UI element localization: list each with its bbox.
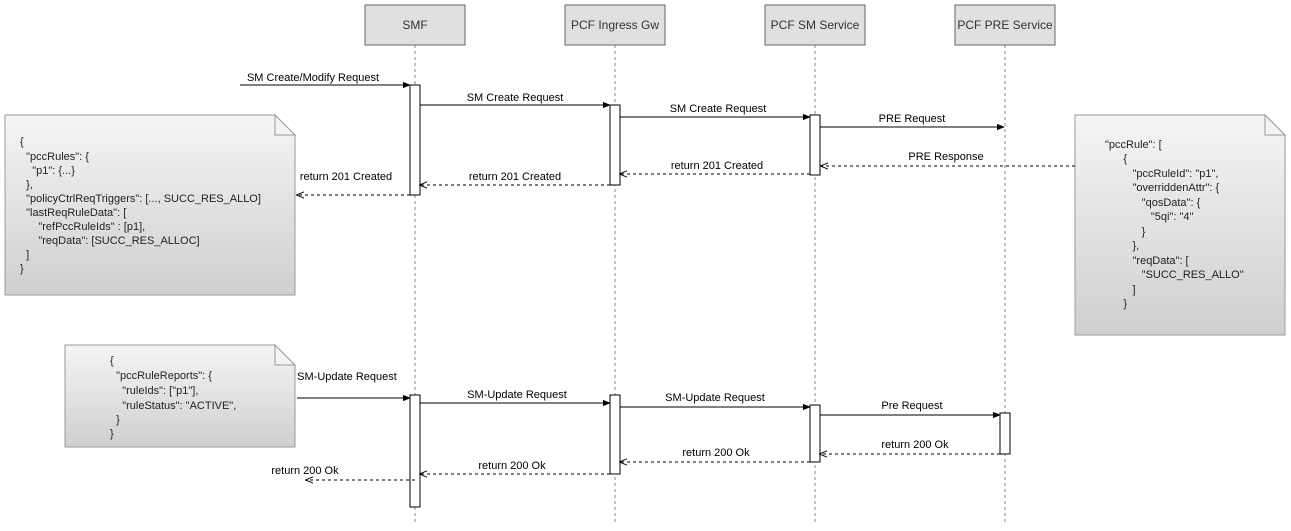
note-line: "overriddenAttr": {: [1105, 182, 1220, 194]
note-line: "ruleStatus": "ACTIVE",: [110, 400, 236, 412]
note-line: }: [110, 428, 114, 440]
note-line: {: [20, 136, 24, 148]
note-line: "refPccRuleIds" : [p1],: [20, 221, 145, 233]
message-label: SM-Update Request: [467, 389, 567, 401]
message-sm-create-request-to-sm: SM Create Request: [620, 103, 811, 121]
message-return-201-created-from-ingress: return 201 Created: [420, 171, 610, 185]
activation-pcf-sm-service: [809, 404, 821, 463]
participant-smf[interactable]: SMF: [364, 4, 466, 46]
note-line: "ruleIds": ["p1"],: [110, 385, 198, 397]
note-line: "qosData": {: [1105, 197, 1201, 209]
message-sm-create-request-to-ingress: SM Create Request: [420, 92, 611, 109]
message-label: SM Create Request: [467, 92, 564, 104]
note-line: }: [1105, 298, 1127, 310]
note-line: "pccRuleReports": {: [110, 370, 212, 382]
message-label: PRE Response: [908, 151, 983, 163]
message-label: SM Create/Modify Request: [247, 72, 379, 84]
message-label: return 200 Ok: [478, 460, 546, 472]
note-line: "reqData": [: [1105, 255, 1189, 267]
message-label: Pre Request: [881, 400, 942, 412]
message-return-200-ok-from-sm: return 200 Ok: [620, 447, 810, 462]
message-label: return 201 Created: [300, 171, 392, 183]
note-line: },: [1105, 240, 1139, 252]
note-line: "policyCtrlReqTriggers": [..., SUCC_RES_…: [20, 193, 261, 205]
note-line: "pccRules": {: [20, 151, 89, 163]
note-line: "p1": {...}: [20, 165, 75, 177]
note-pcc-rule-reports: { "pccRuleReports": { "ruleIds": ["p1"],…: [64, 343, 297, 448]
note-line: },: [20, 179, 33, 191]
activation-pcf-pre-service: [999, 412, 1011, 455]
message-label: PRE Request: [879, 113, 946, 125]
note-line: ]: [1105, 284, 1136, 296]
note-pcc-rules: { "pccRules": { "p1": {...} }, "policyCt…: [4, 113, 297, 296]
participant-pcf-ingress-gw[interactable]: PCF Ingress Gw: [564, 4, 666, 46]
participant-label: SMF: [402, 18, 427, 32]
message-label: return 201 Created: [671, 160, 763, 172]
note-line: }: [1105, 226, 1146, 238]
message-pre-response: PRE Response: [821, 151, 1075, 166]
note-line: "reqData": [SUCC_RES_ALLOC]: [20, 235, 200, 247]
note-line: }: [20, 263, 24, 275]
message-return-200-ok-from-pre: return 200 Ok: [820, 439, 1000, 454]
note-pcc-rule: "pccRule": [ { "pccRuleId": "p1", "overr…: [1074, 113, 1287, 336]
message-pre-request-update: Pre Request: [820, 400, 1001, 419]
message-return-201-created-from-sm: return 201 Created: [620, 160, 810, 174]
participant-label: PCF SM Service: [771, 18, 860, 32]
note-line: "pccRuleId": "p1",: [1105, 168, 1218, 180]
participant-label: PCF Ingress Gw: [571, 18, 659, 32]
activation-smf: [409, 394, 421, 508]
message-sm-create-modify-request: SM Create/Modify Request: [240, 72, 411, 89]
participant-pcf-sm-service[interactable]: PCF SM Service: [764, 4, 866, 46]
message-sm-update-request: SM-Update Request: [297, 371, 411, 402]
message-label: SM-Update Request: [665, 392, 765, 404]
note-line: }: [110, 414, 120, 426]
message-label: return 201 Created: [469, 171, 561, 183]
activation-pcf-ingress-gw: [609, 104, 621, 186]
message-pre-request: PRE Request: [820, 113, 1005, 131]
activation-pcf-sm-service: [809, 114, 821, 176]
note-line: "lastReqRuleData": [: [20, 207, 126, 219]
message-return-200-ok-from-ingress: return 200 Ok: [420, 460, 610, 474]
note-line: {: [1105, 153, 1127, 165]
message-label: SM-Update Request: [297, 371, 397, 383]
note-line: "SUCC_RES_ALLO": [1105, 269, 1244, 281]
note-line: "pccRule": [: [1105, 139, 1162, 151]
note-line: ]: [20, 249, 29, 261]
note-line: "5qi": "4": [1105, 211, 1193, 223]
activation-smf: [409, 84, 421, 196]
message-label: return 200 Ok: [682, 447, 750, 459]
activation-pcf-ingress-gw: [609, 394, 621, 475]
participant-label: PCF PRE Service: [957, 18, 1053, 32]
note-line: {: [110, 355, 114, 367]
message-return-201-created-from-smf: return 201 Created: [297, 171, 410, 195]
message-label: SM Create Request: [670, 103, 767, 115]
message-label: return 200 Ok: [271, 465, 339, 477]
message-sm-update-request-to-sm: SM-Update Request: [620, 392, 811, 411]
participant-pcf-pre-service[interactable]: PCF PRE Service: [954, 4, 1056, 46]
message-return-200-ok-from-smf: return 200 Ok: [271, 465, 415, 480]
message-label: return 200 Ok: [881, 439, 949, 451]
message-sm-update-request-to-ingress: SM-Update Request: [420, 389, 611, 407]
